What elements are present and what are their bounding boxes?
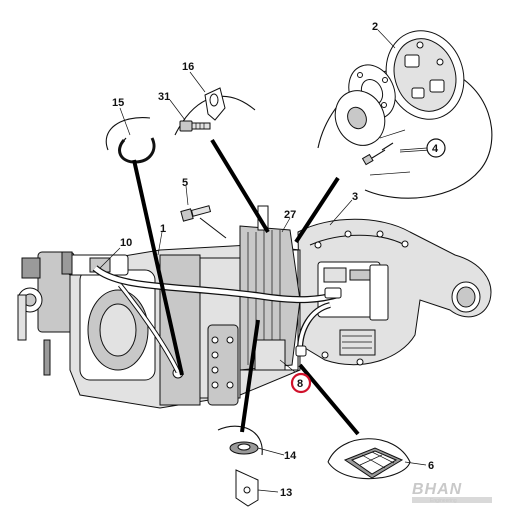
callout-16: 16 xyxy=(182,61,194,73)
callout-14: 14 xyxy=(284,450,297,462)
callout-3: 3 xyxy=(352,191,358,203)
snap-ring-15 xyxy=(118,137,156,164)
callout-4-ring xyxy=(426,138,446,158)
callout-10: 10 xyxy=(120,237,132,249)
watermark-logo: BHAN Engineering xyxy=(412,481,492,504)
bracket-16 xyxy=(204,87,226,121)
callout-2: 2 xyxy=(372,21,378,33)
watermark-subtext: Engineering xyxy=(430,498,457,504)
washer-14 xyxy=(229,441,259,455)
callout-15: 15 xyxy=(112,97,124,109)
callout-31: 31 xyxy=(158,91,170,103)
callout-8-highlight-ring xyxy=(290,372,312,394)
callout-labels: 2 16 31 15 4 5 3 27 1 10 8 14 6 13 xyxy=(112,21,446,499)
detail-bubble-washer xyxy=(217,425,263,456)
transmission-assembly xyxy=(17,205,301,409)
bolt-5 xyxy=(180,205,212,222)
callout-1: 1 xyxy=(160,223,166,235)
detail-bubble-clips xyxy=(105,87,256,164)
callout-leaders xyxy=(99,29,428,493)
bolt-4 xyxy=(361,142,394,166)
callout-5: 5 xyxy=(182,177,188,189)
watermark-text: BHAN xyxy=(412,481,462,498)
detail-bubble-flexplate xyxy=(317,30,493,199)
flywheel-housing-3 xyxy=(297,218,492,366)
callout-8: 8 xyxy=(297,378,303,390)
callout-4: 4 xyxy=(432,143,439,155)
cooler-pipe xyxy=(92,265,342,374)
leader-lines xyxy=(132,138,360,436)
callout-27: 27 xyxy=(284,209,296,221)
detail-bubble-filter xyxy=(327,438,411,480)
bolt-31 xyxy=(179,120,211,132)
callout-6: 6 xyxy=(428,460,434,472)
filter-6 xyxy=(343,447,404,479)
bracket-13 xyxy=(235,469,259,507)
callout-13: 13 xyxy=(280,487,292,499)
